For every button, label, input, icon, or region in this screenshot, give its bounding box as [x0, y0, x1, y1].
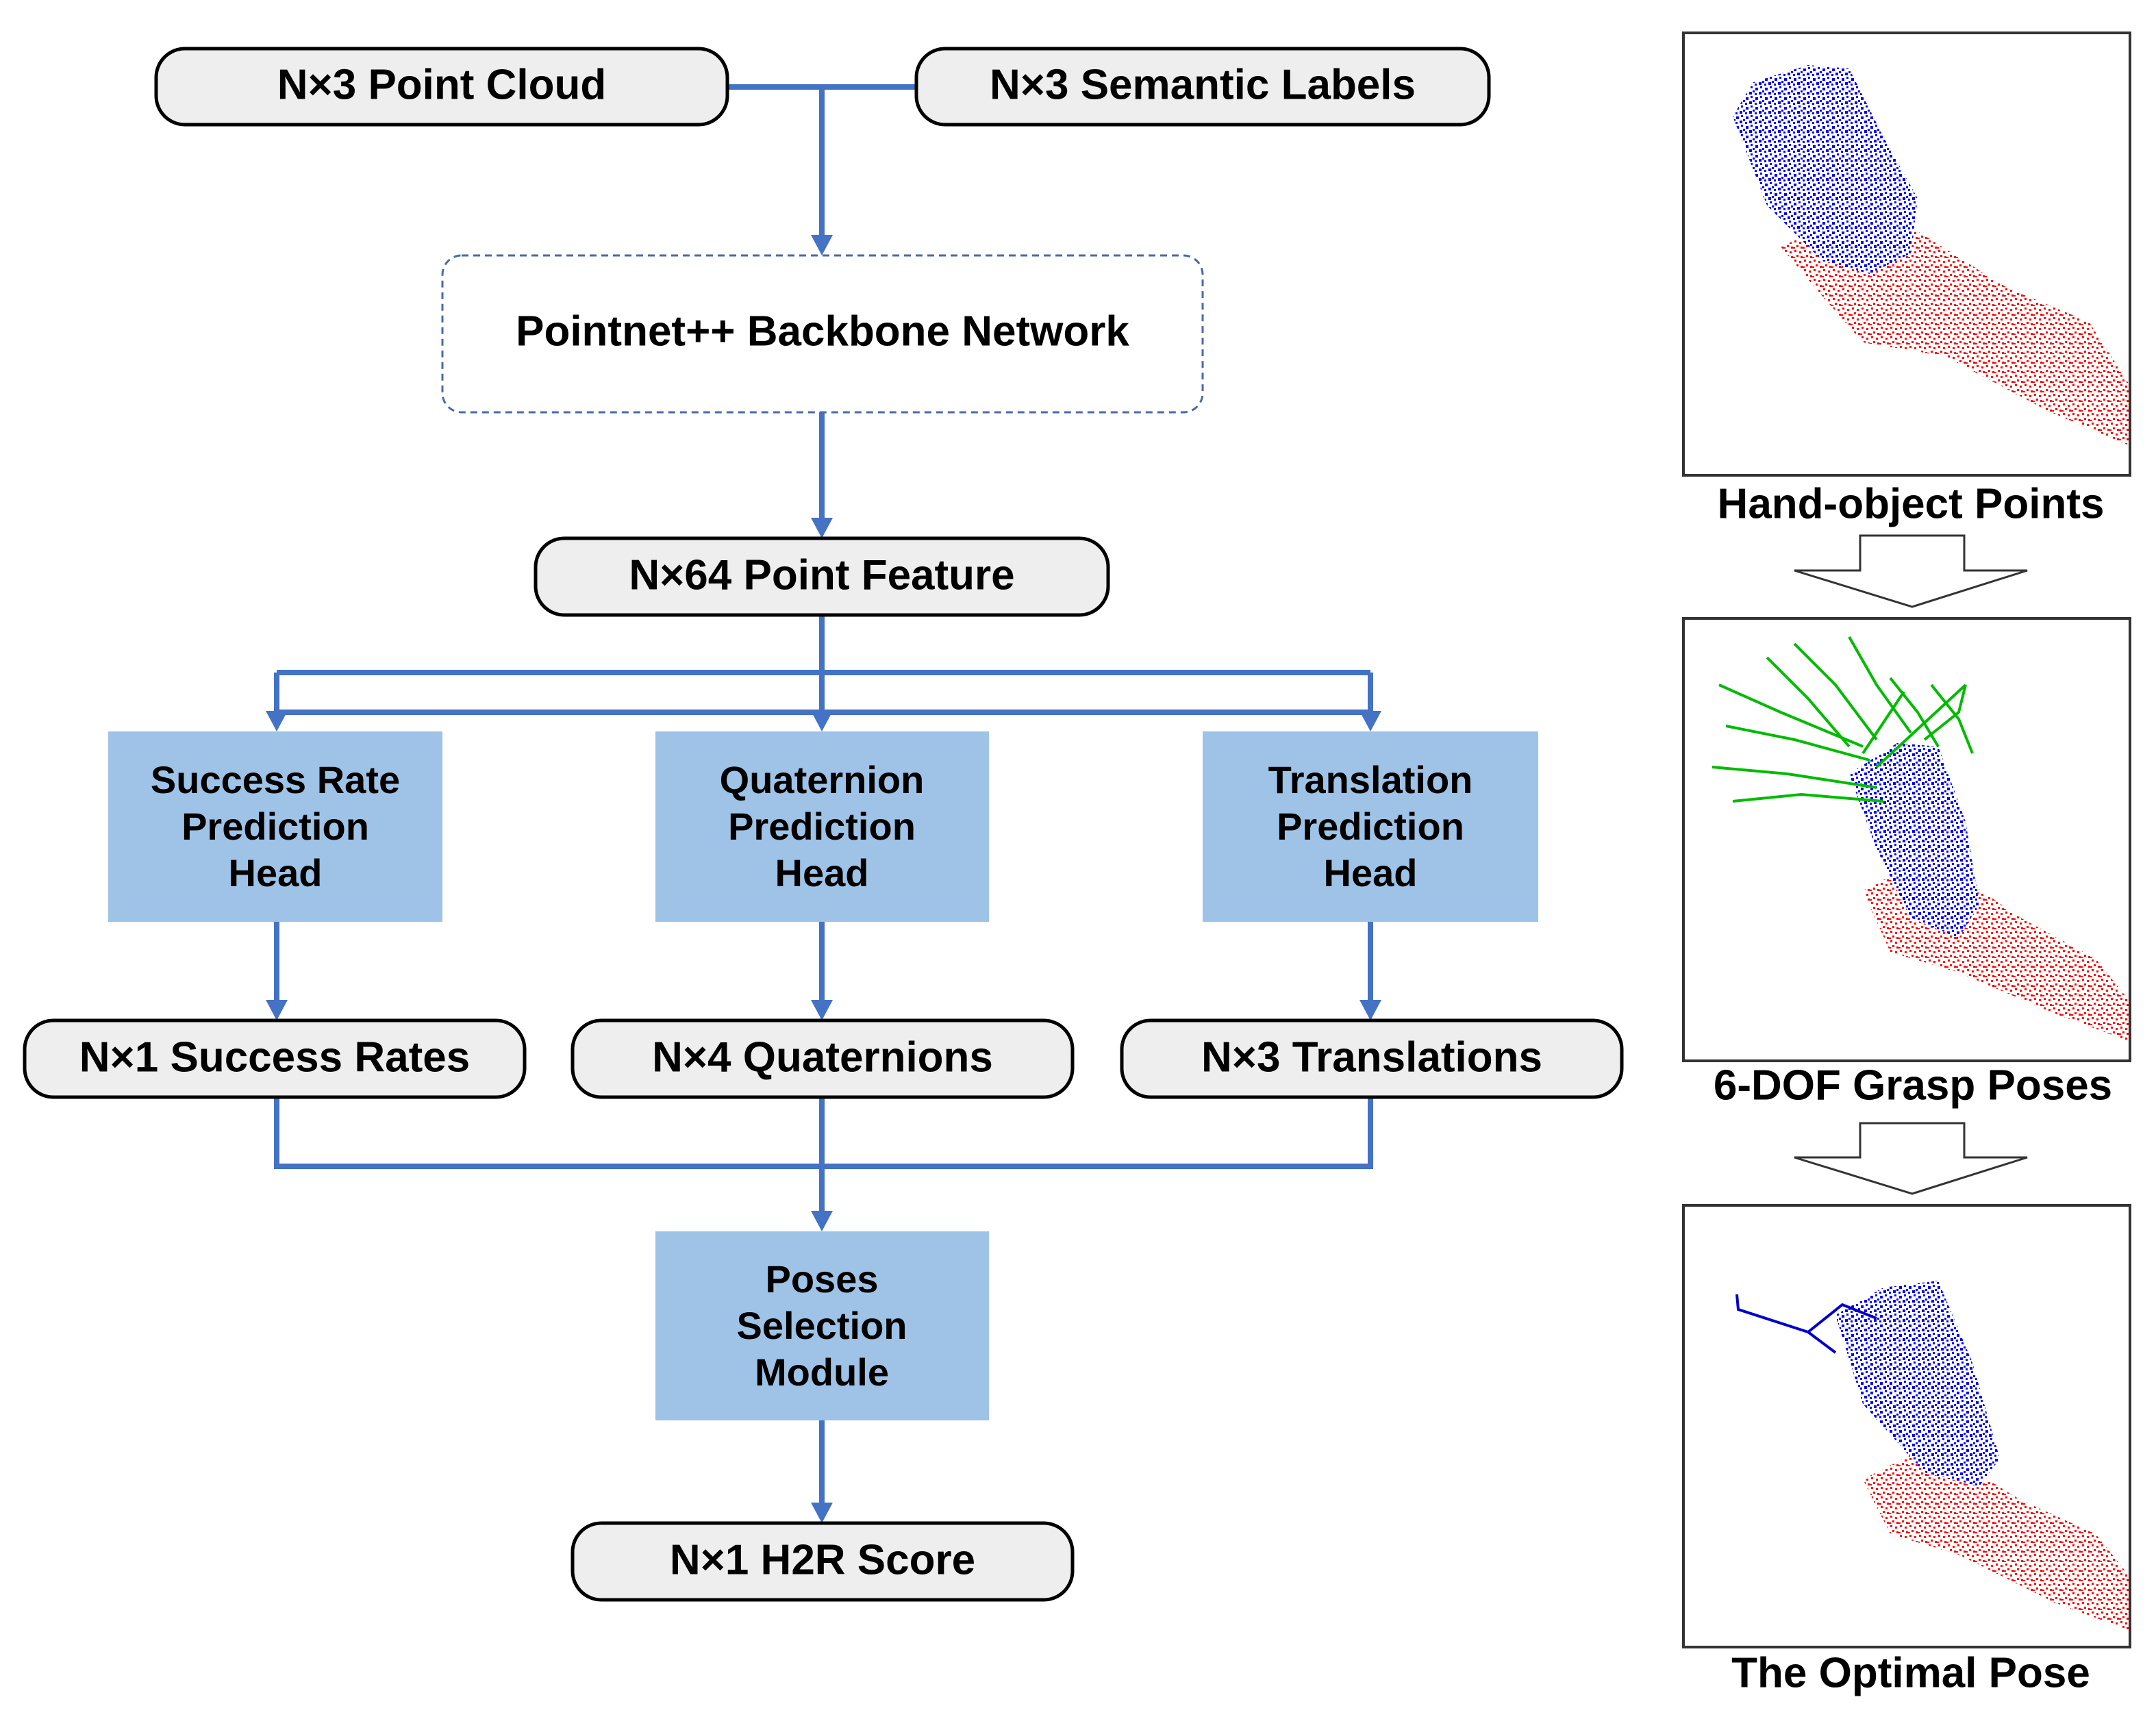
input-point-cloud: N×3 Point Cloud — [154, 47, 729, 127]
panel-1-caption: Hand-object Points — [1718, 480, 2105, 527]
output-translations-label: N×3 Translations — [1201, 1033, 1542, 1081]
h2r-score-label: N×1 H2R Score — [670, 1536, 975, 1583]
quaternion-head: Quaternion Prediction Head — [655, 731, 989, 922]
output-quaternions: N×4 Quaternions — [571, 1018, 1075, 1099]
success-rate-head: Success Rate Prediction Head — [108, 731, 442, 922]
panel-3-hand-points — [1863, 1445, 2129, 1630]
input-semantic-labels-label: N×3 Semantic Labels — [990, 61, 1416, 108]
down-arrow-2-icon — [1794, 1122, 2028, 1195]
quaternion-head-line-1: Quaternion — [720, 758, 925, 801]
output-success-rates-label: N×1 Success Rates — [79, 1033, 470, 1081]
translation-head-line-3: Head — [1324, 851, 1418, 894]
panel-hand-object-points: Hand-object Points — [1682, 32, 2131, 527]
arrow-to-translations — [1359, 1000, 1381, 1020]
translation-head: Translation Prediction Head — [1203, 731, 1538, 922]
backbone-label: Pointnet++ Backbone Network — [516, 308, 1129, 355]
panel-2-grasp-poses — [1712, 636, 1974, 803]
selection-line-3: Module — [755, 1351, 889, 1394]
output-quaternions-label: N×4 Quaternions — [652, 1033, 993, 1081]
arrow-to-success-rates — [266, 1000, 288, 1020]
panel-3-caption: The Optimal Pose — [1731, 1649, 2090, 1696]
backbone-box: Pointnet++ Backbone Network — [441, 254, 1204, 414]
arrow-to-feature — [811, 518, 833, 538]
point-feature-label: N×64 Point Feature — [629, 551, 1014, 599]
panel-3-object-points — [1835, 1281, 2000, 1486]
connectors — [266, 84, 1381, 1523]
selection-line-1: Poses — [766, 1257, 879, 1301]
quaternion-head-line-2: Prediction — [728, 805, 916, 848]
output-success-rates: N×1 Success Rates — [23, 1018, 527, 1099]
input-point-cloud-label: N×3 Point Cloud — [277, 61, 607, 108]
arrow-to-quaternions — [811, 1000, 833, 1020]
arrow-to-selection — [811, 1211, 833, 1231]
arrow-to-score — [811, 1503, 833, 1523]
selection-line-2: Selection — [737, 1304, 907, 1347]
point-feature: N×64 Point Feature — [534, 536, 1110, 617]
quaternion-head-line-3: Head — [775, 851, 869, 894]
panel-3-optimal-pose — [1735, 1294, 1877, 1354]
translation-head-line-1: Translation — [1268, 758, 1473, 801]
panel-optimal-pose: The Optimal Pose — [1682, 1204, 2131, 1696]
panel-grasp-poses: 6-DOF Grasp Poses — [1682, 617, 2131, 1109]
down-arrow-1-icon — [1794, 534, 2028, 608]
arrow-to-translation-head — [1359, 711, 1381, 731]
success-head-line-2: Prediction — [181, 805, 369, 848]
success-head-line-3: Head — [229, 851, 323, 894]
arrow-to-success-head — [266, 711, 288, 731]
output-translations: N×3 Translations — [1120, 1018, 1624, 1099]
translation-head-line-2: Prediction — [1277, 805, 1464, 848]
success-head-line-1: Success Rate — [151, 758, 400, 801]
arrow-to-quaternion-head — [811, 711, 833, 731]
panel-2-caption: 6-DOF Grasp Poses — [1714, 1062, 2112, 1109]
panel-2-object-points — [1849, 743, 1979, 938]
poses-selection-module: Poses Selection Module — [655, 1231, 989, 1420]
panel-1-object-points — [1733, 65, 1918, 274]
h2r-score: N×1 H2R Score — [571, 1521, 1075, 1602]
input-semantic-labels: N×3 Semantic Labels — [914, 47, 1491, 127]
arrow-to-backbone — [811, 235, 833, 255]
